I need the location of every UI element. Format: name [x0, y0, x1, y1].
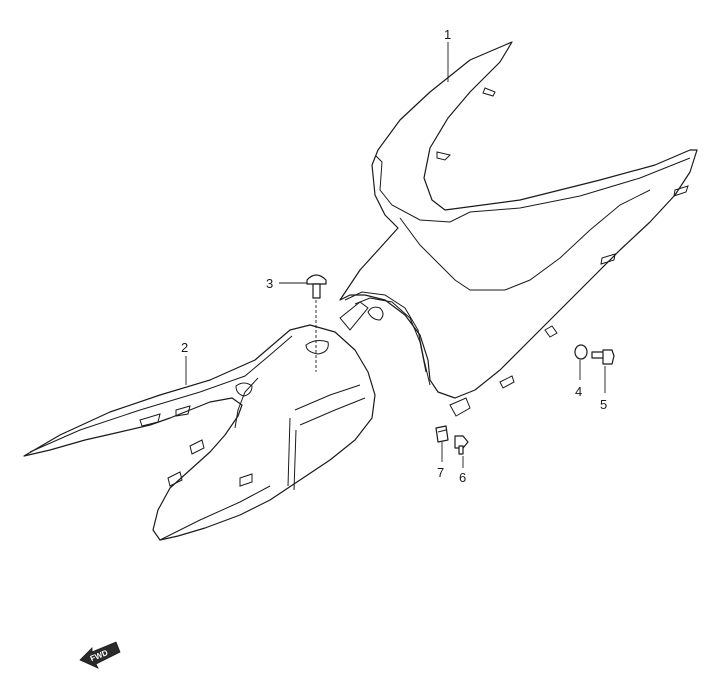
callout-6: 6	[459, 470, 467, 485]
part-2-lower-cover	[23, 324, 376, 541]
part-1-rear-cover	[339, 41, 698, 417]
callout-1: 1	[444, 27, 452, 42]
part-5-bolt	[591, 349, 615, 365]
callout-3: 3	[266, 276, 274, 291]
part-3-screw	[306, 274, 327, 372]
fwd-arrow-icon: FWD	[79, 641, 121, 669]
part-4-washer	[574, 344, 588, 360]
callout-4: 4	[575, 384, 583, 399]
callout-5: 5	[600, 397, 608, 412]
callout-2: 2	[181, 340, 189, 355]
part-6-screw	[454, 435, 469, 455]
part-7-clip	[435, 425, 449, 443]
callout-7: 7	[437, 465, 445, 480]
